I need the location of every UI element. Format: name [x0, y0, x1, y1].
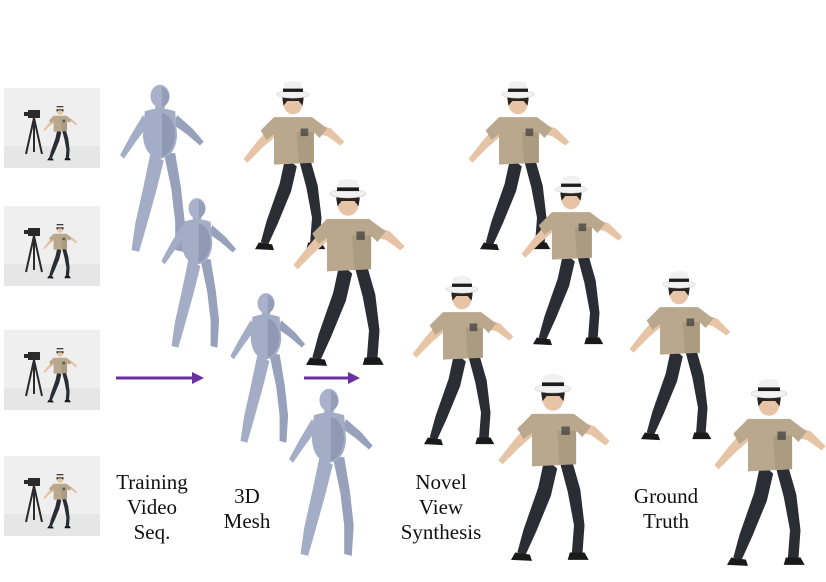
training-frame-4: [4, 456, 100, 536]
label-novel-view-synthesis: Novel View Synthesis: [400, 470, 482, 544]
right-arrow-icon: [116, 372, 204, 384]
training-frame-1: [4, 88, 100, 168]
mesh-figure-2: [161, 198, 237, 348]
mesh-figure-4: [289, 388, 373, 556]
training-frame-3: [4, 330, 100, 410]
ground-truth-figure-3: [629, 270, 731, 441]
novel-view-figure-3: [412, 275, 514, 446]
right-arrow-icon: [304, 372, 360, 384]
ground-truth-figure-4: [713, 378, 826, 567]
mesh-figure-3: [230, 293, 306, 443]
label-training-video-seq: Training Video Seq.: [116, 470, 188, 544]
novel-view-figure-4: [497, 373, 611, 562]
label-ground-truth: Ground Truth: [633, 484, 699, 533]
label-3d-mesh: 3D Mesh: [223, 484, 271, 533]
training-frame-2: [4, 206, 100, 286]
